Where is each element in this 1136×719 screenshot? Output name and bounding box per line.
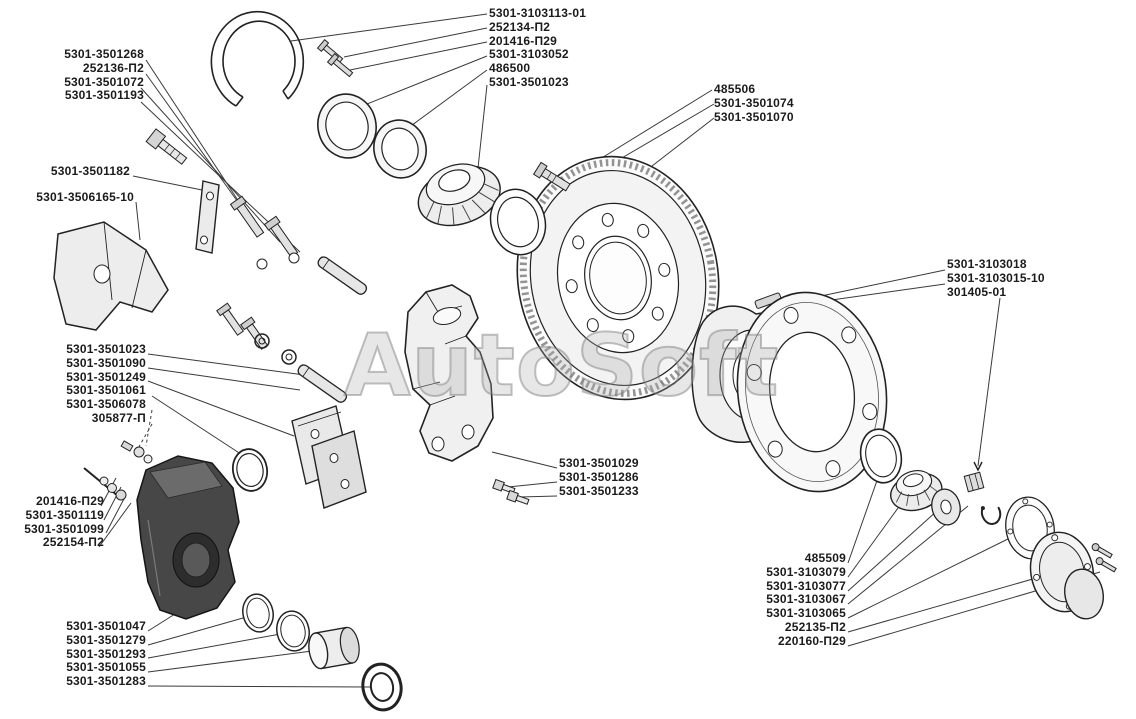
splash-shield-bracket	[53, 221, 169, 331]
label-lock-plate: 5301-3501182	[18, 164, 130, 179]
part-label: 5301-3501286	[559, 469, 639, 484]
part-label: 485506	[714, 82, 756, 96]
caliper-bracket	[404, 284, 494, 462]
part-label: 5301-3501047	[66, 619, 146, 633]
brake-pads	[291, 405, 367, 509]
bleeder-fittings	[120, 440, 153, 464]
brake-disc	[516, 155, 720, 401]
hub-cap-dome	[1064, 568, 1104, 620]
label-group-bottom-left: 5301-3501047 5301-3501279 5301-3501293 5…	[30, 619, 146, 689]
part-label: 5301-3103079	[766, 564, 846, 579]
part-label: 252154-П2	[42, 535, 104, 550]
part-label: 252135-П2	[784, 619, 846, 634]
label-group-top-right: 485506 5301-3501074 5301-3501070	[714, 82, 794, 124]
inner-bearing	[890, 470, 943, 512]
part-label: 252134-П2	[489, 19, 551, 34]
part-label: 5301-3103065	[766, 606, 846, 621]
label-group-bottom-center: 5301-3501029 5301-3501286 5301-3501233	[559, 456, 639, 498]
label-group-bottom-right: 485509 5301-3103079 5301-3103077 5301-31…	[728, 551, 846, 649]
part-label: 305877-П	[91, 410, 146, 425]
shield-screws	[316, 38, 354, 78]
part-label: 5301-3103077	[766, 578, 846, 593]
part-label: 252136-П2	[82, 60, 144, 75]
part-label: 5301-3501023	[66, 342, 146, 356]
part-label: 5301-3501074	[714, 95, 794, 110]
lock-retainer	[980, 506, 1002, 525]
part-label: 5301-3501090	[66, 355, 146, 370]
part-label: 5301-3506078	[66, 397, 146, 412]
part-label: 5301-3501029	[559, 456, 639, 470]
label-group-lower-left: 201416-П29 5301-3501119 5301-3501099 252…	[0, 494, 104, 550]
part-label: 5301-3501279	[66, 632, 146, 647]
part-label: 201416-П29	[35, 494, 104, 508]
label-group-top-center: 5301-3103113-01 252134-П2 201416-П29 530…	[489, 6, 587, 90]
piston-seal	[231, 448, 269, 492]
part-label: 5301-3501268	[64, 47, 144, 61]
part-label: 5301-3103018	[947, 257, 1027, 271]
part-label: 5301-3501072	[64, 74, 144, 89]
bracket-bolts	[492, 478, 530, 505]
part-label: 5301-3103052	[489, 47, 569, 62]
dust-boot	[361, 662, 403, 712]
piston-rings	[242, 593, 310, 652]
part-label: 5301-3501249	[66, 369, 146, 384]
wheel-stud	[532, 161, 571, 192]
label-bracket: 5301-3506165-10	[10, 190, 134, 205]
part-label: 485509	[804, 551, 846, 565]
part-label: 301405-01	[947, 284, 1007, 299]
label-group-right: 5301-3103018 5301-3103015-10 301405-01	[947, 257, 1045, 299]
guide-bolts	[216, 195, 300, 350]
inner-seal-ring	[859, 428, 903, 484]
hub-nut	[963, 461, 985, 493]
label-group-top-left: 5301-3501268 252136-П2 5301-3501072 5301…	[28, 47, 144, 103]
part-label: 220160-П29	[777, 633, 846, 648]
small-washers	[254, 333, 297, 365]
outer-bearing	[417, 163, 501, 227]
part-label: 5301-3103113-01	[489, 6, 587, 20]
part-label: 5301-3501023	[489, 74, 569, 89]
brake-caliper	[136, 455, 240, 620]
seal-ring	[373, 119, 427, 179]
cap-screws	[1091, 543, 1117, 573]
part-label: 5301-3501119	[25, 507, 104, 522]
lock-ring	[210, 10, 305, 107]
caliper-piston	[308, 626, 360, 670]
part-label: 486500	[489, 61, 531, 76]
part-label: 5301-3501293	[66, 646, 146, 661]
label-group-mid-left: 5301-3501023 5301-3501090 5301-3501249 5…	[30, 342, 146, 426]
hub-cap	[1029, 531, 1104, 620]
leader-lines	[98, 13, 1101, 688]
guide-pin-2	[297, 364, 348, 403]
part-label: 5301-3103067	[766, 592, 846, 607]
part-label: 5301-3501182	[50, 164, 130, 178]
part-label: 201416-П29	[489, 33, 558, 48]
part-label: 5301-3501061	[66, 383, 146, 398]
hub-flange	[736, 291, 888, 493]
part-label: 5301-3501099	[24, 521, 104, 536]
part-label: 5301-3501233	[559, 483, 639, 498]
part-label: 5301-3506165-10	[36, 190, 134, 204]
guide-pin-1	[317, 256, 368, 295]
thrust-washer	[931, 488, 961, 526]
caliper-hardware	[83, 467, 127, 501]
hex-bolt	[145, 128, 188, 165]
part-label: 5301-3501193	[64, 88, 144, 103]
bearing-spacer-ring	[489, 188, 547, 256]
lock-plate	[195, 180, 220, 254]
hub-seal	[317, 93, 377, 159]
part-label: 5301-3103015-10	[947, 270, 1045, 285]
part-label: 5301-3501070	[714, 109, 794, 124]
part-label: 5301-3501055	[66, 660, 146, 675]
part-label: 5301-3501283	[66, 674, 146, 689]
